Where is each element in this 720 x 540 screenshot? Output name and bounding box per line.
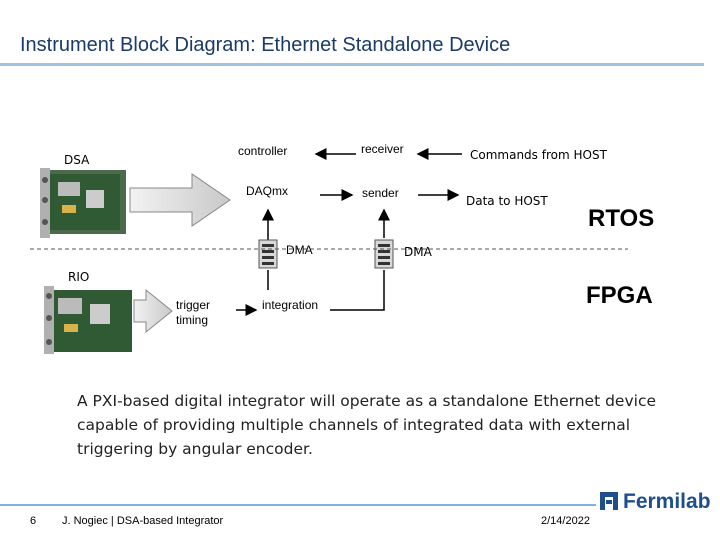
fermilab-logo-icon bbox=[600, 492, 618, 510]
rio-to-trigger-arrow bbox=[133, 288, 173, 334]
dsa-label: DSA bbox=[64, 153, 90, 167]
dma-right-label: DMA bbox=[404, 245, 432, 259]
footer-author: J. Nogiec | DSA-based Integrator bbox=[62, 515, 224, 527]
fpga-label: FPGA bbox=[586, 282, 653, 309]
sender-block: sender bbox=[362, 186, 399, 200]
rio-label: RIO bbox=[68, 270, 90, 284]
dma-left-label: DMA bbox=[286, 243, 313, 257]
page-number: 6 bbox=[30, 515, 37, 527]
dsa-to-daqmx-arrow bbox=[129, 173, 231, 227]
commands-from-host-label: Commands from HOST bbox=[470, 148, 607, 162]
description-paragraph: A PXI-based digital integrator will oper… bbox=[77, 392, 657, 458]
rio-card-image bbox=[44, 286, 132, 354]
footer-date: 2/14/2022 bbox=[541, 515, 590, 527]
integration-block: integration bbox=[262, 298, 319, 312]
dsa-card-image bbox=[40, 168, 126, 238]
daqmx-block: DAQmx bbox=[246, 184, 288, 198]
dma-right-icon bbox=[374, 239, 394, 269]
trigger-label: trigger bbox=[176, 298, 211, 312]
slide-title: Instrument Block Diagram: Ethernet Stand… bbox=[20, 34, 511, 56]
controller-block: controller bbox=[238, 144, 288, 158]
fermilab-logo-text: Fermilab bbox=[623, 490, 711, 513]
title-divider bbox=[0, 63, 704, 66]
data-to-host-label: Data to HOST bbox=[466, 194, 548, 208]
footer-divider bbox=[0, 504, 596, 506]
timing-label: timing bbox=[176, 313, 209, 327]
rtos-label: RTOS bbox=[588, 205, 655, 232]
trigger-timing-block: trigger timing bbox=[176, 298, 210, 328]
dma-left-icon bbox=[258, 239, 278, 269]
receiver-block: receiver bbox=[361, 142, 404, 156]
